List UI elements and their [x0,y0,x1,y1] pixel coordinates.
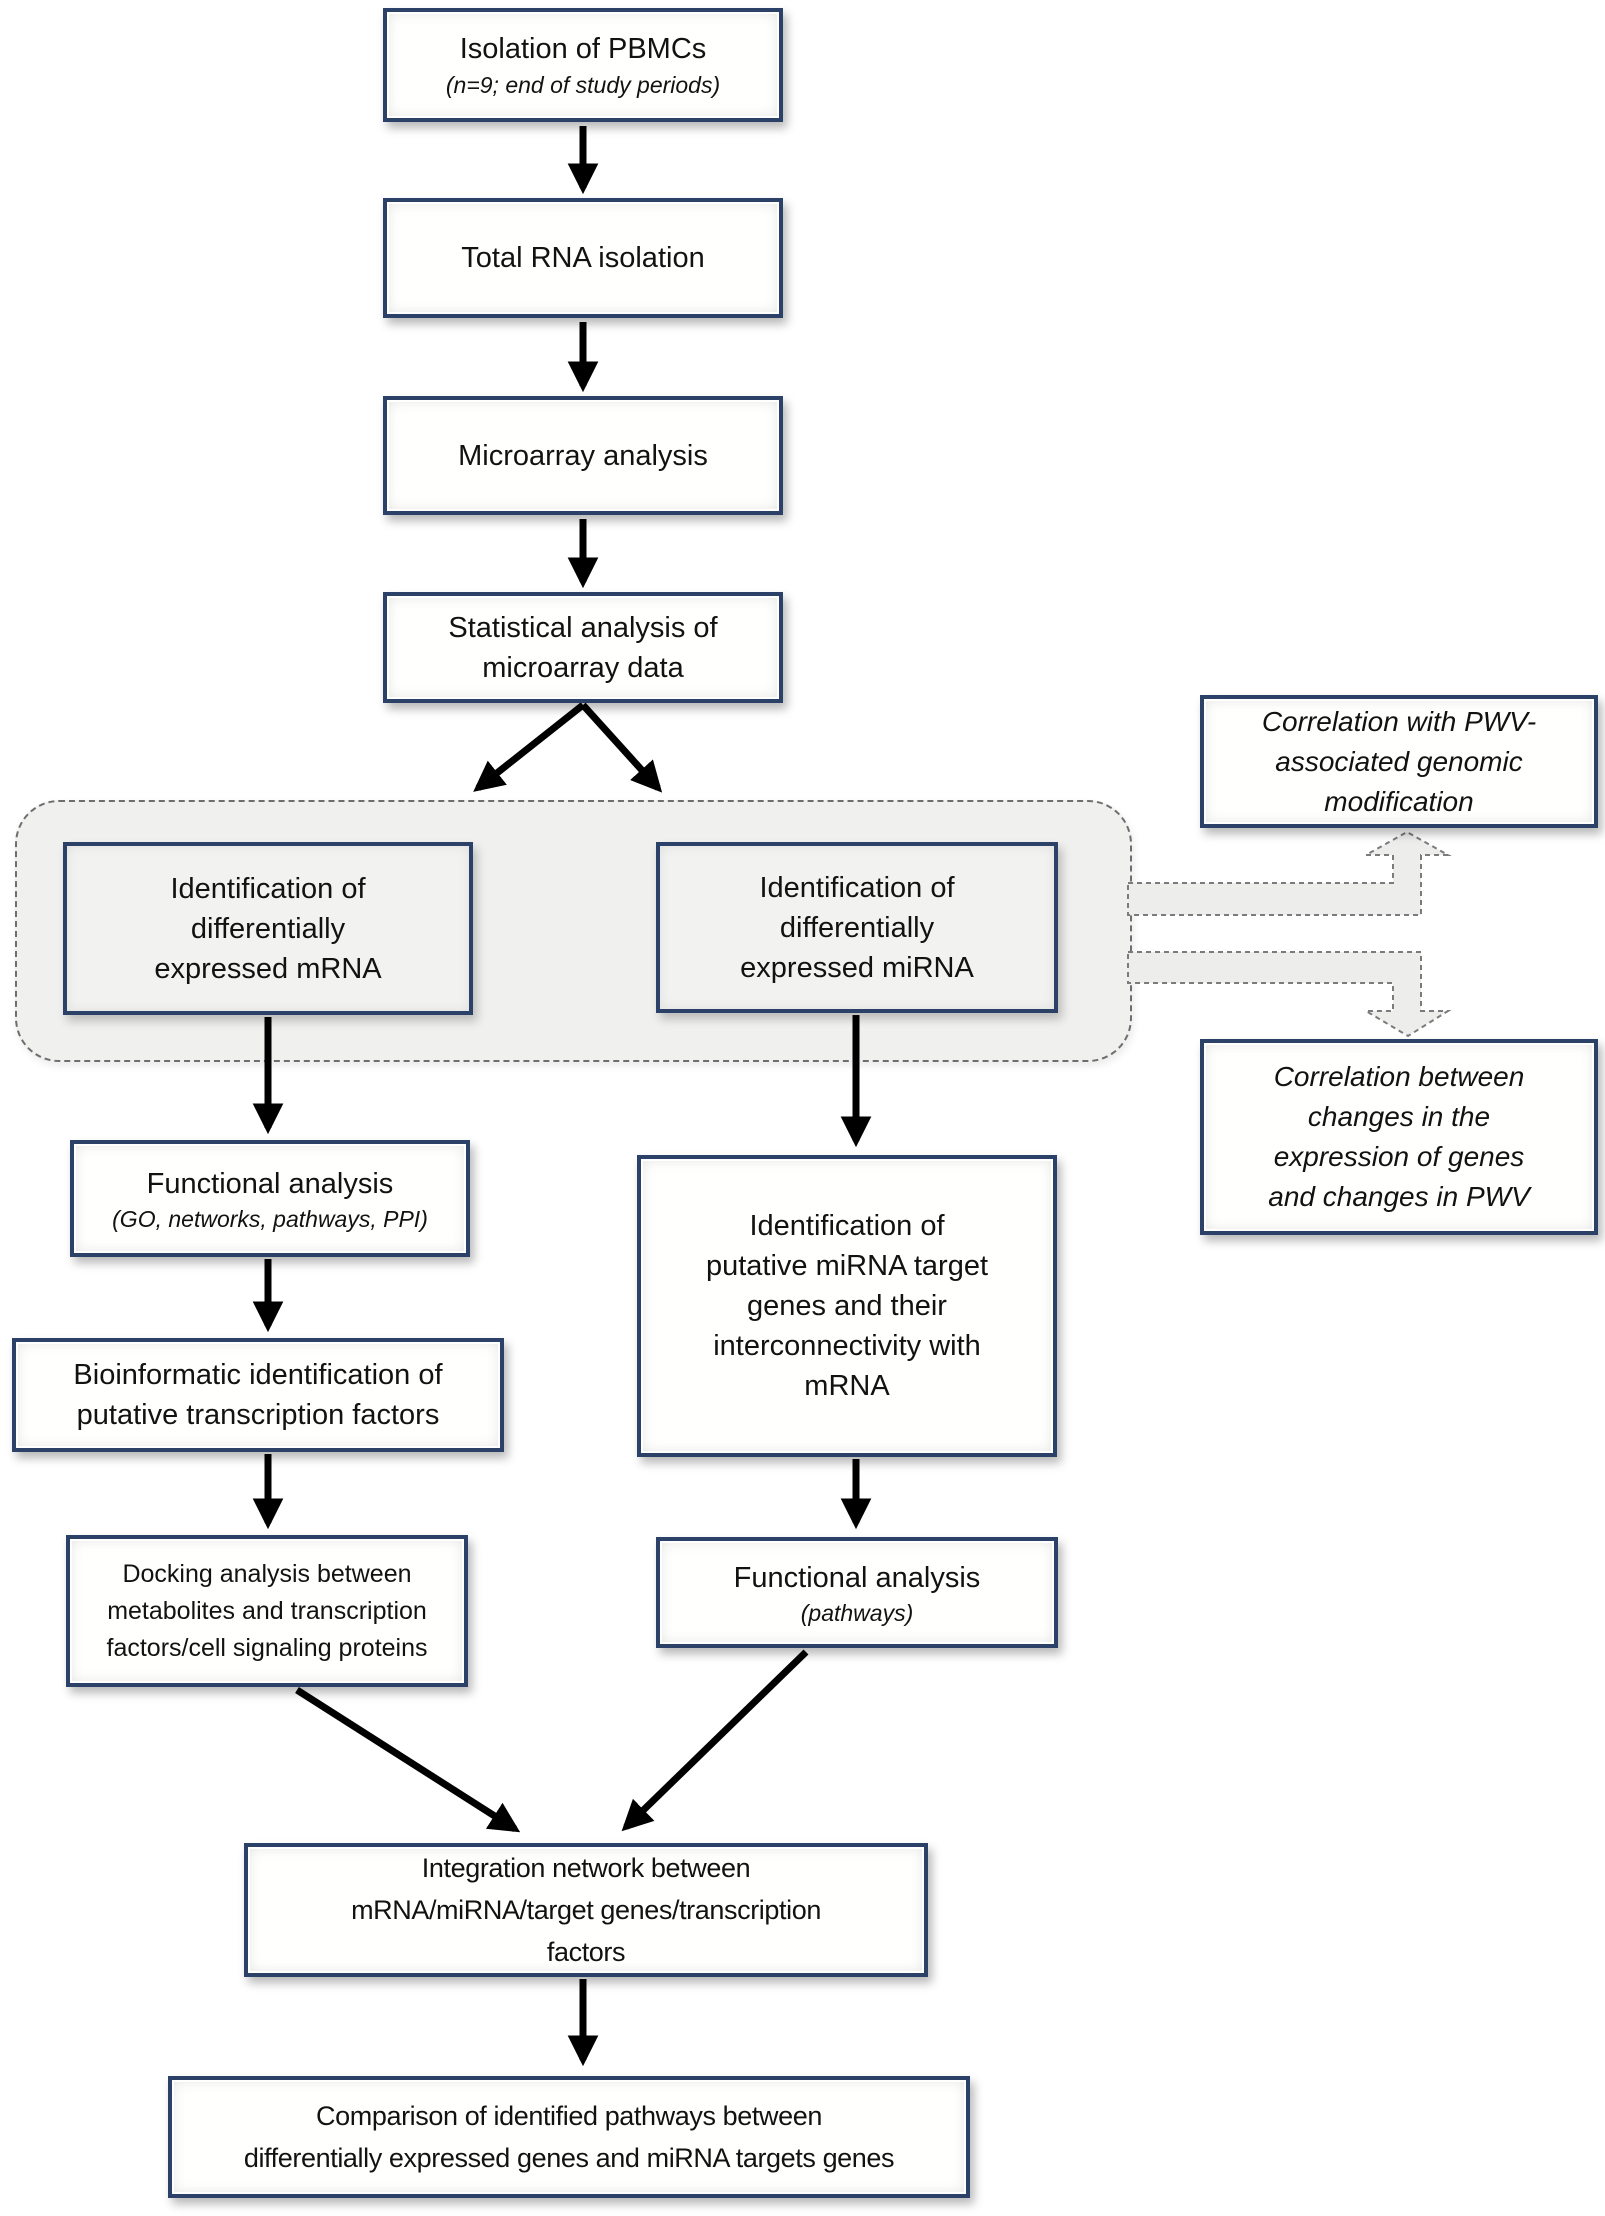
text-line: Correlation with PWV- [1261,705,1537,737]
node-correlation-pwv-genomic: Correlation with PWV- associated genomic… [1200,695,1598,828]
node-integration-network: Integration network between mRNA/miRNA/t… [244,1843,928,1977]
node-statistical-analysis: Statistical analysis of microarray data [383,592,783,703]
node-mirna-target-genes: Identification of putative miRNA target … [637,1155,1057,1457]
text-line: differentially [190,912,346,945]
text-line: expression of genes [1273,1141,1525,1172]
node-pathway-comparison: Comparison of identified pathways betwee… [168,2076,970,2198]
text-line: factors [546,1937,626,1967]
arrow-functional-to-integration [621,1649,809,1832]
text-line: differentially expressed genes and miRNA… [243,2143,895,2173]
arrow-docking-to-integration [295,1687,521,1833]
text-line: Microarray analysis [458,439,708,472]
text-line: differentially [779,911,935,944]
text-line: genes and their [747,1290,947,1322]
node-microarray-analysis: Microarray analysis [383,396,783,515]
text-line: Identification of [759,871,955,904]
dashed-bent-arrow-to-genes-pwv [1127,951,1452,1038]
text-line: Functional analysis [146,1167,394,1200]
node-functional-analysis-mrna: Functional analysis (GO, networks, pathw… [70,1140,470,1257]
dashed-bent-arrow-to-pwv-genomic [1127,830,1452,916]
node-correlation-genes-pwv: Correlation between changes in the expre… [1200,1039,1598,1235]
node-total-rna-isolation: Total RNA isolation [383,198,783,318]
arrow-stats-to-mirna [580,702,663,793]
node-subtitle: (n=9; end of study periods) [445,71,721,98]
node-subtitle: (pathways) [800,1599,914,1626]
text-line: Comparison of identified pathways betwee… [316,2101,822,2131]
text-line: and changes in PWV [1268,1181,1530,1212]
text-line: modification [1324,785,1474,817]
text-line: mRNA [804,1370,890,1402]
text-line: associated genomic [1275,745,1523,777]
text-line: Docking analysis between [122,1559,412,1588]
text-line: Isolation of PBMCs [459,32,707,65]
node-identification-mirna: Identification of differentially express… [656,842,1058,1013]
text-line: factors/cell signaling proteins [106,1633,428,1662]
text-line: microarray data [482,651,684,684]
text-line: Total RNA isolation [461,242,705,274]
text-line: metabolites and transcription [107,1596,427,1625]
text-line: mRNA/miRNA/target genes/transcription [351,1895,821,1925]
text-line: putative transcription factors [76,1399,440,1431]
arrow-stats-to-mrna [473,702,586,792]
text-line: expressed mRNA [154,952,382,985]
node-docking-analysis: Docking analysis between metabolites and… [66,1535,468,1687]
node-functional-analysis-mirna: Functional analysis (pathways) [656,1537,1058,1648]
text-line: Integration network between [421,1853,751,1883]
text-line: interconnectivity with [713,1330,981,1362]
text-line: Identification of [749,1210,945,1242]
text-line: putative miRNA target [705,1250,989,1282]
node-isolation-pbmcs: Isolation of PBMCs (n=9; end of study pe… [383,8,783,122]
text-line: Correlation between [1273,1061,1525,1092]
text-line: Identification of [170,872,366,905]
text-line: Statistical analysis of [448,611,718,644]
text-line: expressed miRNA [740,951,974,984]
node-subtitle: (GO, networks, pathways, PPI) [112,1205,428,1232]
text-line: changes in the [1307,1101,1491,1132]
node-identification-mrna: Identification of differentially express… [63,842,473,1015]
node-bioinformatic-identification: Bioinformatic identification of putative… [12,1338,504,1452]
text-line: Bioinformatic identification of [73,1359,443,1391]
text-line: Functional analysis [733,1561,981,1594]
